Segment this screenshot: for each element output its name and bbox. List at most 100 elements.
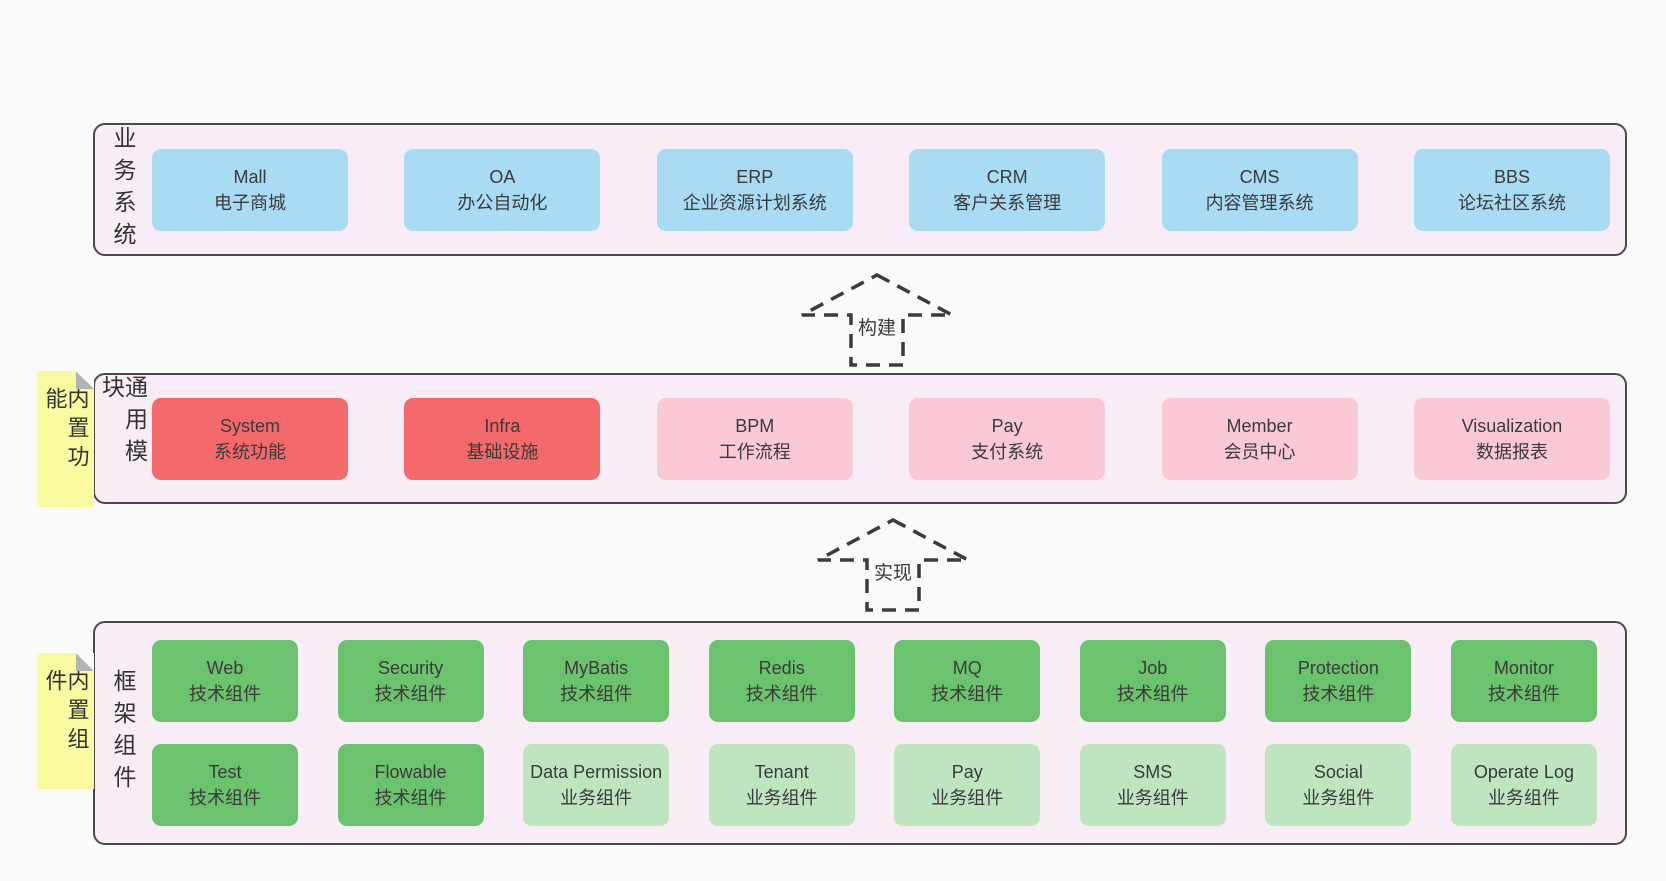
box-subtitle: 电子商城 [214, 192, 286, 213]
box-title: OA [489, 166, 516, 187]
box-redis: Redis 技术组件 [708, 640, 855, 722]
folded-corner-icon [76, 371, 94, 389]
box-title: Data Permission [530, 762, 663, 782]
box-title: Visualization [1461, 415, 1563, 436]
sticky-note-builtin-components: 内置组件 [37, 653, 94, 789]
box-title: Infra [484, 415, 521, 436]
band-common-modules: 通用模块 System 系统功能 Infra 基础设施 BPM 工作流程 Pay… [93, 373, 1627, 504]
box-bpm: BPM 工作流程 [656, 397, 853, 480]
box-title: Tenant [754, 762, 809, 782]
box-title: Operate Log [1473, 762, 1574, 782]
band-label-modules: 通用模块 [95, 375, 150, 502]
box-subtitle: 业务组件 [560, 788, 633, 808]
up-arrow-icon [817, 518, 969, 612]
box-social: Social 业务组件 [1265, 744, 1412, 826]
box-pay-biz: Pay 业务组件 [894, 744, 1041, 826]
box-title: Flowable [374, 762, 447, 782]
box-title: Social [1313, 762, 1363, 782]
box-subtitle: 技术组件 [1487, 684, 1560, 704]
box-title: Mall [233, 166, 267, 187]
box-subtitle: 技术组件 [374, 788, 447, 808]
box-subtitle: 支付系统 [971, 441, 1044, 462]
box-subtitle: 客户关系管理 [953, 192, 1062, 213]
box-crm: CRM 客户关系管理 [909, 148, 1106, 231]
box-bbs: BBS 论坛社区系统 [1413, 148, 1610, 231]
box-title: CMS [1239, 166, 1280, 187]
box-subtitle: 会员中心 [1223, 441, 1296, 462]
box-subtitle: 业务组件 [1302, 788, 1375, 808]
box-title: Protection [1297, 658, 1379, 678]
box-subtitle: 技术组件 [1116, 684, 1189, 704]
band-label-business: 业务系统 [95, 125, 150, 254]
box-title: System [219, 415, 280, 436]
box-cms: CMS 内容管理系统 [1161, 148, 1358, 231]
box-subtitle: 技术组件 [745, 684, 818, 704]
box-erp: ERP 企业资源计划系统 [656, 148, 853, 231]
band-modules-content: System 系统功能 Infra 基础设施 BPM 工作流程 Pay 支付系统… [150, 375, 1625, 502]
box-data-permission: Data Permission 业务组件 [523, 744, 670, 826]
box-title: BPM [735, 415, 775, 436]
box-title: Test [208, 762, 242, 782]
box-subtitle: 业务组件 [1487, 788, 1560, 808]
box-subtitle: 业务组件 [745, 788, 818, 808]
box-title: MyBatis [564, 658, 629, 678]
box-title: ERP [736, 166, 774, 187]
box-operate-log: Operate Log 业务组件 [1450, 744, 1597, 826]
folded-corner-icon [76, 653, 94, 671]
box-subtitle: 内容管理系统 [1205, 192, 1314, 213]
box-oa: OA 办公自动化 [404, 148, 601, 231]
box-subtitle: 数据报表 [1475, 441, 1548, 462]
band-business-systems: 业务系统 Mall 电子商城 OA 办公自动化 ERP 企业资源计划系统 CRM… [93, 123, 1627, 256]
components-row-2: Test 技术组件 Flowable 技术组件 Data Permission … [152, 744, 1597, 826]
arrow-label: 构建 [852, 312, 902, 341]
box-sms: SMS 业务组件 [1079, 744, 1226, 826]
arrow-build: 构建 [799, 272, 955, 368]
box-protection: Protection 技术组件 [1265, 640, 1412, 722]
box-subtitle: 业务组件 [931, 788, 1004, 808]
box-visualization: Visualization 数据报表 [1413, 397, 1610, 480]
box-system: System 系统功能 [152, 397, 348, 480]
box-title: Security [378, 658, 444, 678]
sticky-note-builtin-features: 内置功能 [37, 371, 94, 507]
box-security: Security 技术组件 [337, 640, 484, 722]
box-title: CRM [986, 166, 1028, 187]
box-title: Pay [991, 415, 1023, 436]
band-business-content: Mall 电子商城 OA 办公自动化 ERP 企业资源计划系统 CRM 客户关系… [150, 125, 1625, 254]
box-monitor: Monitor 技术组件 [1450, 640, 1597, 722]
box-mq: MQ 技术组件 [894, 640, 1041, 722]
box-test: Test 技术组件 [152, 744, 298, 826]
band-components-content: Web 技术组件 Security 技术组件 MyBatis 技术组件 Redi… [150, 623, 1625, 843]
box-subtitle: 技术组件 [1302, 684, 1375, 704]
box-subtitle: 技术组件 [374, 684, 447, 704]
box-flowable: Flowable 技术组件 [337, 744, 484, 826]
arrow-implement: 实现 [815, 517, 971, 613]
box-subtitle: 技术组件 [189, 788, 261, 808]
box-subtitle: 工作流程 [718, 441, 791, 462]
box-subtitle: 技术组件 [931, 684, 1004, 704]
arrow-label: 实现 [868, 557, 918, 586]
box-job: Job 技术组件 [1079, 640, 1226, 722]
box-subtitle: 技术组件 [560, 684, 633, 704]
box-subtitle: 办公自动化 [457, 192, 548, 213]
band-label-text: 业务系统 [110, 125, 136, 254]
box-title: Monitor [1493, 658, 1554, 678]
band-framework-components: 框架组件 Web 技术组件 Security 技术组件 MyBatis 技术组件… [93, 621, 1627, 845]
sticky-text: 内置功能 [42, 387, 90, 474]
box-title: Redis [758, 658, 805, 678]
box-pay-system: Pay 支付系统 [909, 397, 1106, 480]
sticky-text: 内置组件 [42, 669, 90, 756]
box-subtitle: 论坛社区系统 [1457, 192, 1566, 213]
box-title: Pay [951, 762, 983, 782]
box-subtitle: 系统功能 [214, 441, 286, 462]
box-subtitle: 企业资源计划系统 [682, 192, 827, 213]
box-subtitle: 基础设施 [466, 441, 539, 462]
box-mall: Mall 电子商城 [152, 148, 348, 231]
box-web: Web 技术组件 [152, 640, 298, 722]
box-title: Job [1138, 658, 1168, 678]
box-tenant: Tenant 业务组件 [708, 744, 855, 826]
box-title: SMS [1133, 762, 1173, 782]
box-member: Member 会员中心 [1161, 397, 1358, 480]
box-title: Member [1226, 415, 1293, 436]
band-label-text: 通用模块 [98, 375, 148, 471]
